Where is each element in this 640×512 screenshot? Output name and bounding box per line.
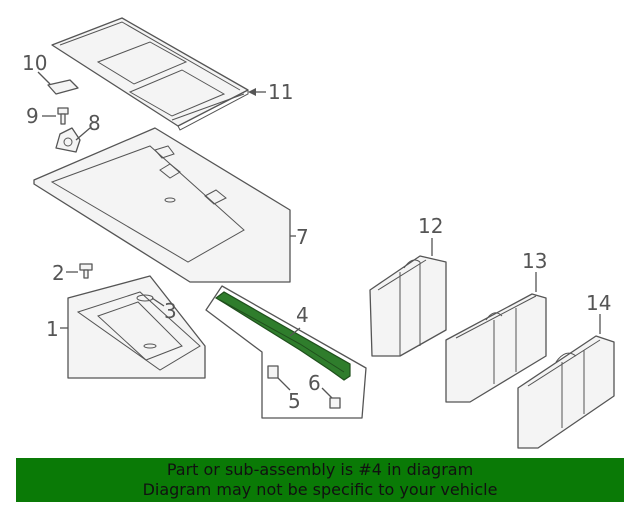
part-9-bolt	[57, 107, 69, 125]
part-2-bolt	[79, 263, 93, 279]
callout-2: 2	[52, 261, 65, 285]
callout-10: 10	[22, 51, 47, 75]
part-info-banner: Part or sub-assembly is #4 in diagram Di…	[16, 458, 624, 502]
leader-6	[321, 387, 333, 399]
callout-11: 11	[268, 80, 293, 104]
arrow-11	[248, 88, 256, 96]
leader-10	[37, 71, 51, 85]
part-14-folded-panel	[517, 335, 615, 449]
part-4-sill-plate	[214, 291, 351, 381]
part-8-bracket	[55, 127, 81, 153]
callout-13: 13	[522, 249, 547, 273]
part-12-folded-panel	[369, 255, 447, 357]
part-11-floor-board	[51, 17, 249, 131]
part-7-cargo-mat	[33, 127, 291, 283]
part-5-clip	[267, 365, 279, 379]
part-6-clip	[329, 397, 341, 409]
callout-3: 3	[164, 299, 177, 323]
part-13-folded-panel	[445, 293, 547, 403]
part-4-group-box	[205, 285, 367, 419]
leader-4	[289, 327, 301, 337]
callout-12: 12	[418, 214, 443, 238]
part-1-storage-tray	[67, 275, 206, 379]
banner-line-1: Part or sub-assembly is #4 in diagram	[166, 460, 474, 479]
banner-line-2: Diagram may not be specific to your vehi…	[142, 480, 498, 499]
leader-3	[151, 297, 165, 307]
callout-5: 5	[288, 389, 301, 413]
leader-8	[75, 127, 91, 141]
callout-7: 7	[296, 225, 309, 249]
callout-4: 4	[296, 303, 309, 327]
callout-9: 9	[26, 104, 39, 128]
callout-6: 6	[308, 371, 321, 395]
callout-8: 8	[88, 111, 101, 135]
callout-1: 1	[46, 317, 59, 341]
callout-14: 14	[586, 291, 611, 315]
leader-5	[277, 377, 291, 391]
part-10-clip	[47, 79, 79, 95]
